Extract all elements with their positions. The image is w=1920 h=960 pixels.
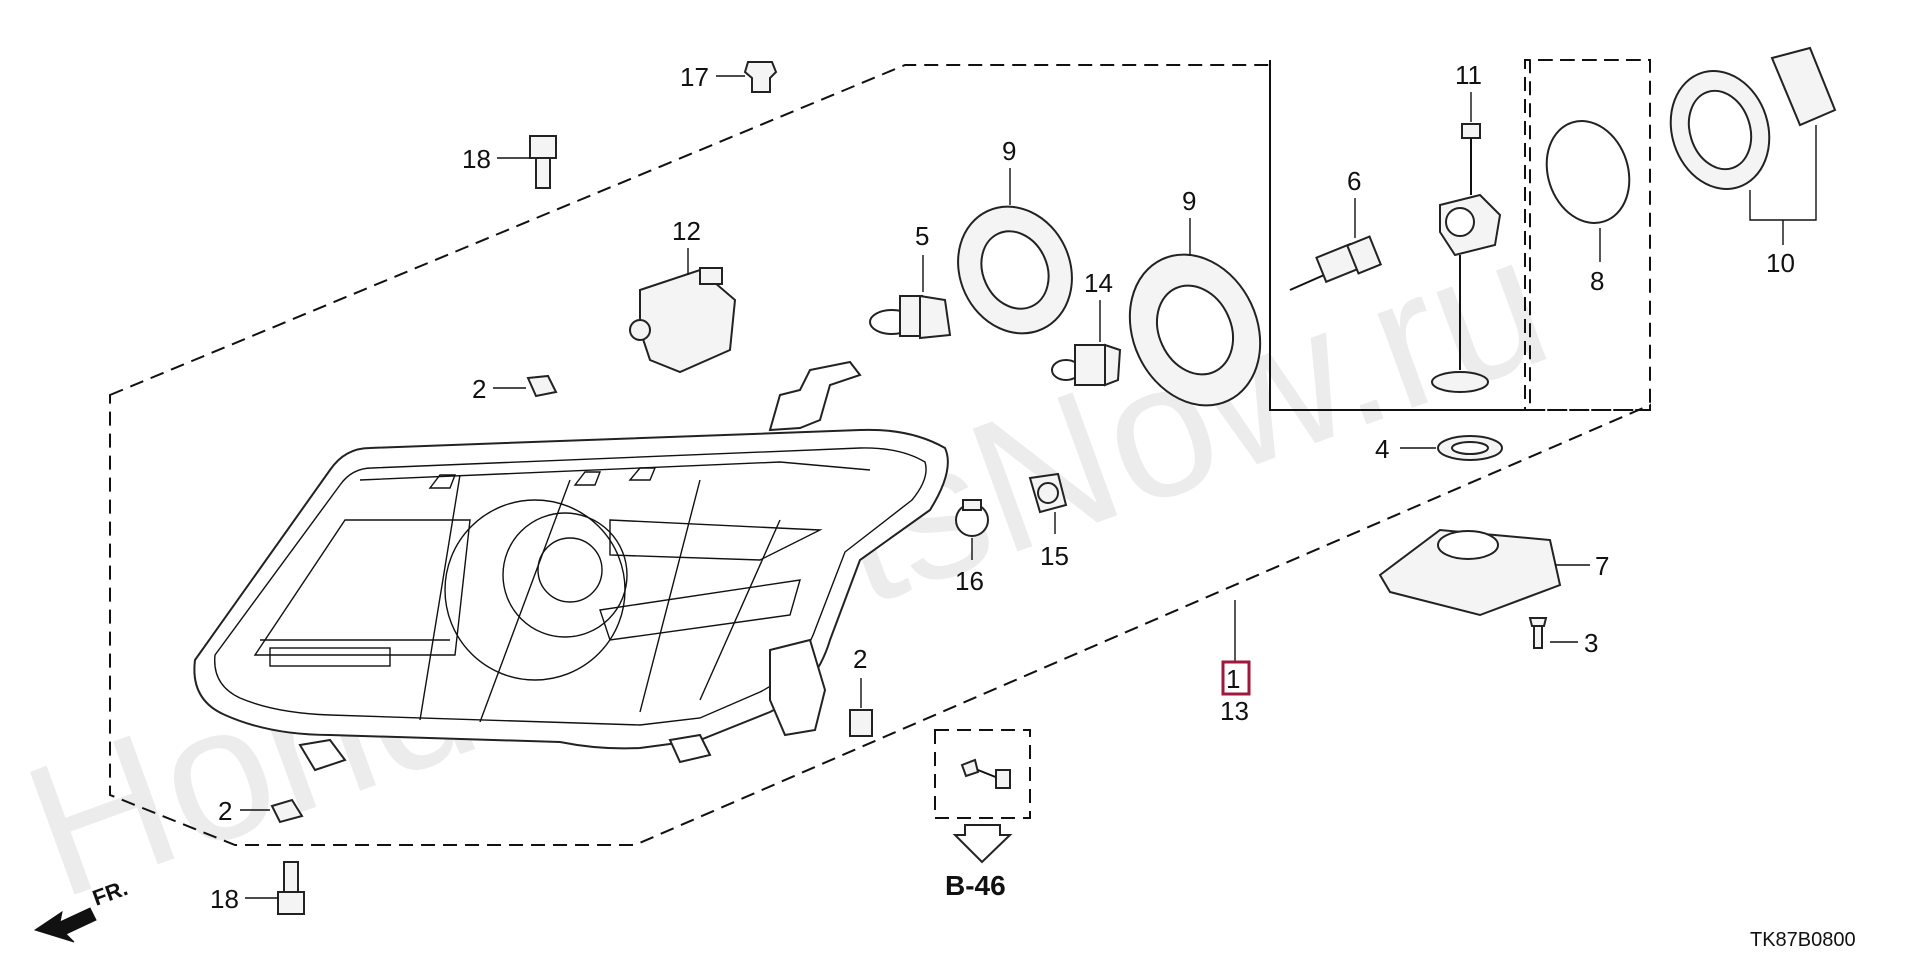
dust-cover-9-right[interactable] bbox=[1106, 233, 1284, 427]
ballast-7[interactable] bbox=[1378, 528, 1562, 617]
callout-10: 10 bbox=[1766, 248, 1795, 278]
clip-nut-2-upper[interactable] bbox=[526, 374, 558, 398]
hid-bulb-6[interactable] bbox=[1289, 235, 1383, 291]
callout-11: 11 bbox=[1455, 60, 1482, 90]
bolt-18-bottom[interactable] bbox=[277, 861, 305, 915]
callout-2-right: 2 bbox=[853, 644, 867, 674]
bulb-socket-14[interactable] bbox=[1051, 343, 1122, 387]
callout-18-top: 18 bbox=[462, 144, 491, 174]
headlight-assembly[interactable] bbox=[193, 360, 949, 772]
dust-cover-9-left[interactable] bbox=[938, 188, 1093, 352]
callout-2-lower: 2 bbox=[218, 796, 232, 826]
callout-9-left: 9 bbox=[1002, 136, 1016, 166]
bulb-group-outline bbox=[1269, 59, 1650, 411]
igniter-cable-11[interactable] bbox=[1431, 123, 1502, 393]
callout-6: 6 bbox=[1347, 166, 1361, 196]
callout-14: 14 bbox=[1084, 268, 1113, 298]
leveling-motor-12[interactable] bbox=[629, 267, 737, 374]
callout-3: 3 bbox=[1584, 628, 1598, 658]
socket-15[interactable] bbox=[1028, 472, 1068, 514]
callout-18-bottom: 18 bbox=[210, 884, 239, 914]
clip-17[interactable] bbox=[743, 61, 778, 93]
callout-15: 15 bbox=[1040, 541, 1069, 571]
cover-set-10[interactable] bbox=[1656, 46, 1837, 202]
seal-ring-8[interactable] bbox=[1534, 110, 1642, 234]
reference-label[interactable]: B-46 bbox=[945, 870, 1006, 901]
diagram-code: TK87B0800 bbox=[1750, 929, 1856, 951]
reference-b46[interactable] bbox=[934, 729, 1031, 864]
highlight-box-1 bbox=[1221, 660, 1251, 696]
screw-3[interactable] bbox=[1528, 617, 1548, 649]
callout-4: 4 bbox=[1375, 434, 1389, 464]
callout-12: 12 bbox=[672, 216, 701, 246]
callout-2-upper: 2 bbox=[472, 374, 486, 404]
callout-17: 17 bbox=[680, 62, 709, 92]
gasket-4[interactable] bbox=[1437, 435, 1503, 461]
bulb-16[interactable] bbox=[955, 499, 989, 537]
callout-16: 16 bbox=[955, 566, 984, 596]
bulb-5[interactable] bbox=[869, 294, 952, 340]
callout-8: 8 bbox=[1590, 266, 1604, 296]
callout-1: 1 bbox=[1226, 664, 1240, 694]
callout-9-right: 9 bbox=[1182, 186, 1196, 216]
callout-7: 7 bbox=[1595, 551, 1609, 581]
callout-13: 13 bbox=[1220, 696, 1249, 726]
callout-5: 5 bbox=[915, 221, 929, 251]
clip-nut-2-right[interactable] bbox=[849, 709, 873, 737]
bolt-18-top[interactable] bbox=[529, 135, 557, 189]
assembly-outline bbox=[109, 59, 1651, 846]
front-arrow-icon bbox=[33, 907, 97, 943]
clip-nut-2-lower[interactable] bbox=[270, 798, 304, 824]
